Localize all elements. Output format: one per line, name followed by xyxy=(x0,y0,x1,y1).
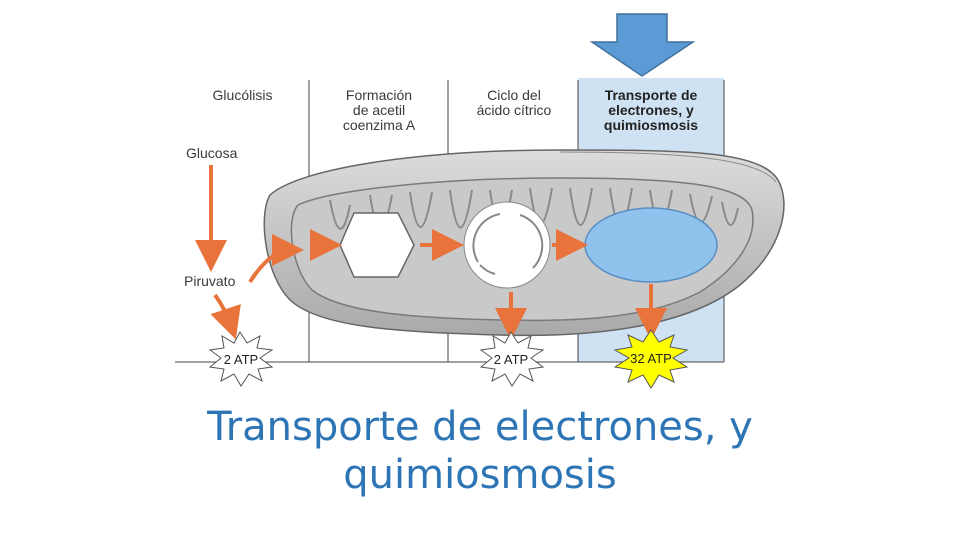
label-acetyl-coa: Formación de acetil coenzima A xyxy=(318,88,440,133)
flow-arrows xyxy=(195,165,667,340)
atp-label-krebs: 2 ATP xyxy=(493,352,529,367)
atp-burst-glycolysis xyxy=(208,331,274,387)
label-line: ácido cítrico xyxy=(476,102,552,118)
label-line: Transporte de xyxy=(604,87,698,103)
acetyl-coa-hexagon xyxy=(339,212,415,278)
electron-transport-oval xyxy=(584,207,718,283)
label-line: de acetil xyxy=(352,102,406,118)
atp-label-glycolysis: 2 ATP xyxy=(223,352,259,367)
label-line: coenzima A xyxy=(342,117,416,133)
atp-burst-krebs xyxy=(479,331,545,387)
caption-line: quimiosmosis xyxy=(343,452,617,498)
label-pyruvate: Piruvato xyxy=(184,273,236,289)
label-citric-cycle: Ciclo del ácido cítrico xyxy=(454,88,574,118)
atp-burst-etc xyxy=(613,329,689,389)
atp-label-etc: 32 ATP xyxy=(630,351,672,366)
label-line: quimiosmosis xyxy=(603,117,699,133)
caption-line: Transporte de electrones, y xyxy=(207,404,753,450)
label-line: electrones, y xyxy=(608,102,694,118)
pointer-arrow-icon xyxy=(589,13,696,77)
label-glycolysis: Glucólisis xyxy=(212,87,273,103)
caption-title: Transporte de electrones, y quimiosmosis xyxy=(80,403,880,499)
label-line: Formación xyxy=(345,87,413,103)
label-line: Ciclo del xyxy=(487,87,541,103)
label-electron-transport: Transporte de electrones, y quimiosmosis xyxy=(580,88,722,133)
label-glucose: Glucosa xyxy=(186,145,238,161)
citric-acid-cycle-icon xyxy=(463,201,551,289)
